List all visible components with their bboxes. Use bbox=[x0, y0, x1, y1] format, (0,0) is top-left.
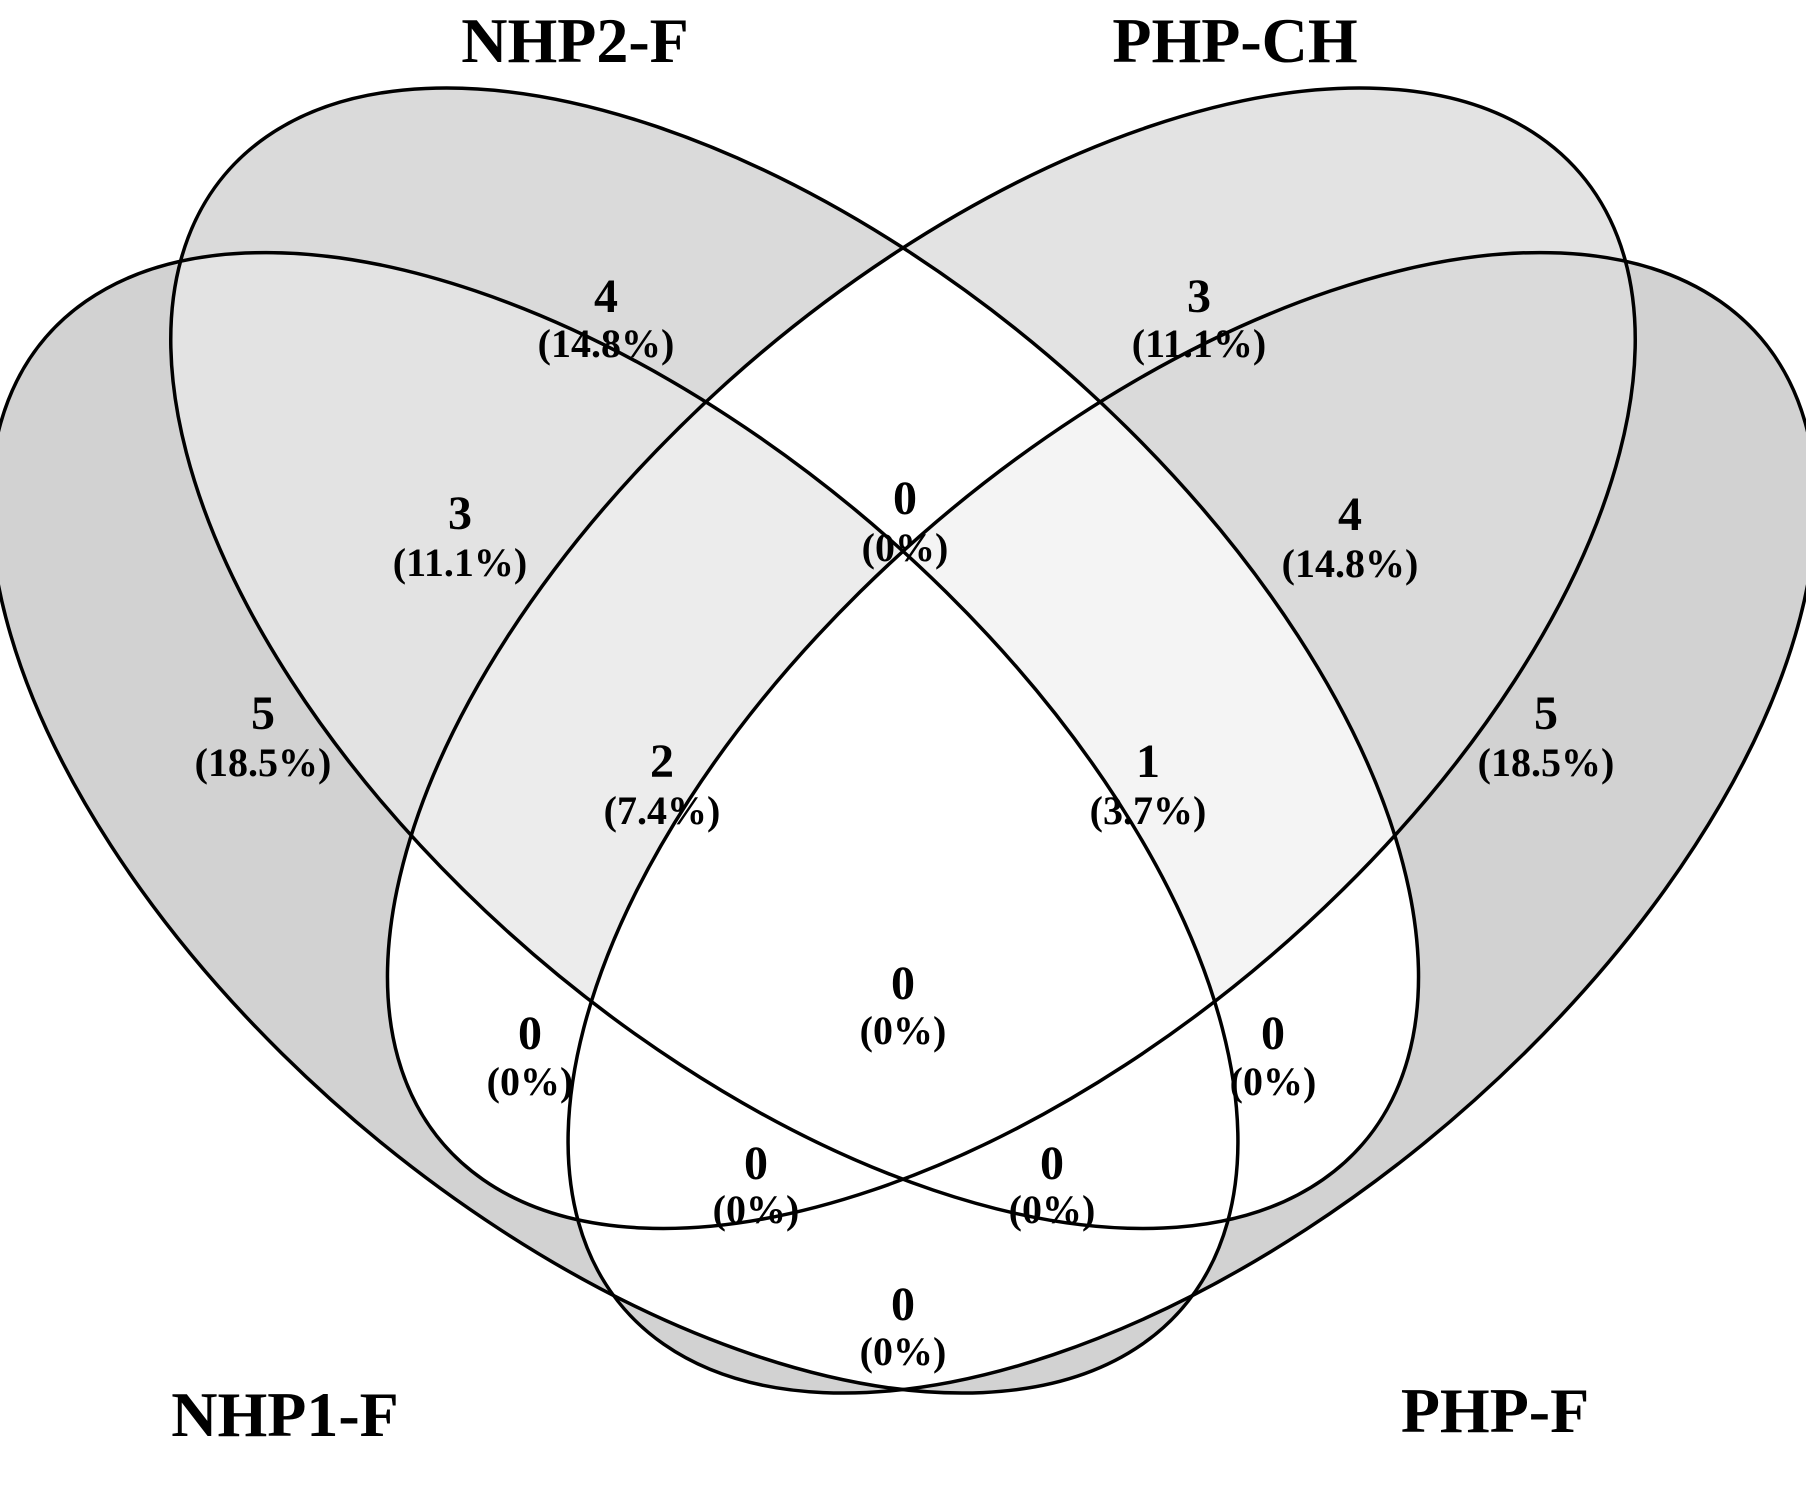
region-label-nhp1f-only: 5 (18.5%) bbox=[195, 687, 332, 785]
region-label-nhp1f-nhp2f-phpch: 2 (7.4%) bbox=[604, 735, 721, 833]
region-count: 5 bbox=[1534, 687, 1558, 740]
venn-region-label-layer: 5 (18.5%) 4 (14.8%) 3 (11.1%) 5 (18.5%) … bbox=[195, 270, 1615, 1374]
region-count: 3 bbox=[1187, 270, 1211, 323]
region-label-nhp1f-phpf: 0 (0%) bbox=[860, 1278, 947, 1374]
region-count: 0 bbox=[893, 472, 917, 525]
region-label-nhp1f-nhp2f: 3 (11.1%) bbox=[393, 487, 527, 585]
region-label-phpf-only: 5 (18.5%) bbox=[1478, 687, 1615, 785]
region-count: 0 bbox=[891, 1278, 915, 1331]
region-pct: (11.1%) bbox=[1132, 321, 1266, 366]
region-label-phpch-phpf: 4 (14.8%) bbox=[1282, 488, 1419, 586]
region-pct: (0%) bbox=[713, 1187, 800, 1232]
set-label-nhp2f: NHP2-F bbox=[461, 5, 689, 76]
region-count: 0 bbox=[891, 957, 915, 1010]
region-label-nhp1f-nhp2f-phpf: 0 (0%) bbox=[1009, 1137, 1096, 1232]
region-pct: (0%) bbox=[860, 1329, 947, 1374]
region-pct: (11.1%) bbox=[393, 540, 527, 585]
region-count: 1 bbox=[1136, 735, 1160, 788]
region-count: 2 bbox=[650, 735, 674, 788]
region-pct: (0%) bbox=[862, 525, 949, 570]
set-label-phpf: PHP-F bbox=[1401, 1375, 1589, 1446]
region-pct: (7.4%) bbox=[604, 788, 721, 833]
set-label-nhp1f: NHP1-F bbox=[171, 1379, 399, 1450]
region-pct: (14.8%) bbox=[1282, 541, 1419, 586]
region-label-nhp2f-phpf: 0 (0%) bbox=[1230, 1007, 1317, 1104]
region-count: 4 bbox=[594, 270, 618, 323]
region-count: 0 bbox=[518, 1007, 542, 1060]
region-count: 4 bbox=[1338, 488, 1362, 541]
region-label-nhp1f-phpch-phpf: 0 (0%) bbox=[713, 1137, 800, 1232]
region-pct: (0%) bbox=[1009, 1187, 1096, 1232]
region-label-nhp2f-phpch-phpf: 1 (3.7%) bbox=[1090, 735, 1207, 833]
region-count: 3 bbox=[448, 487, 472, 540]
region-count: 0 bbox=[744, 1137, 768, 1190]
region-pct: (18.5%) bbox=[195, 740, 332, 785]
region-label-all-four: 0 (0%) bbox=[860, 957, 947, 1053]
region-count: 5 bbox=[251, 687, 275, 740]
region-label-nhp1f-phpch: 0 (0%) bbox=[487, 1007, 574, 1104]
region-label-nhp2f-only: 4 (14.8%) bbox=[538, 270, 675, 366]
region-count: 0 bbox=[1040, 1137, 1064, 1190]
region-pct: (3.7%) bbox=[1090, 788, 1207, 833]
region-pct: (14.8%) bbox=[538, 321, 675, 366]
region-pct: (0%) bbox=[1230, 1059, 1317, 1104]
region-label-nhp2f-phpch: 0 (0%) bbox=[862, 472, 949, 570]
set-label-phpch: PHP-CH bbox=[1112, 5, 1357, 76]
region-label-phpch-only: 3 (11.1%) bbox=[1132, 270, 1266, 366]
region-pct: (0%) bbox=[487, 1059, 574, 1104]
venn-set-label-layer: NHP2-F PHP-CH NHP1-F PHP-F bbox=[171, 5, 1589, 1450]
region-pct: (18.5%) bbox=[1478, 740, 1615, 785]
region-pct: (0%) bbox=[860, 1008, 947, 1053]
region-count: 0 bbox=[1261, 1007, 1285, 1060]
